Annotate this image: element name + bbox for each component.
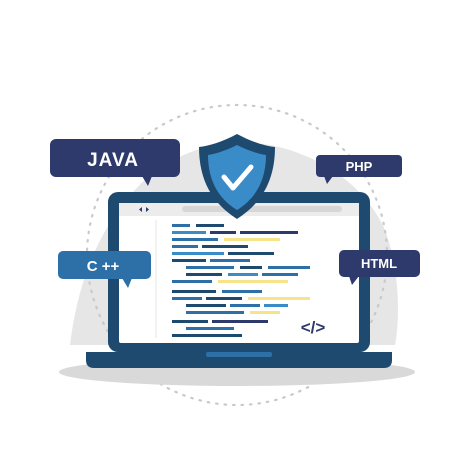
address-bar xyxy=(182,206,342,212)
php-label: PHP xyxy=(346,159,373,174)
java-tag: JAVA xyxy=(50,139,180,186)
html-label: HTML xyxy=(361,256,397,271)
html-tag: HTML xyxy=(339,250,420,285)
shield-check-icon xyxy=(199,134,275,219)
code-lines xyxy=(172,224,310,337)
laptop-notch xyxy=(206,352,272,357)
left-right-arrows-icon xyxy=(139,207,149,212)
php-tag: PHP xyxy=(316,155,402,184)
code-brackets-icon: </> xyxy=(301,318,326,337)
java-label: JAVA xyxy=(87,150,139,171)
laptop-base xyxy=(86,352,392,368)
cpp-tag: C ++ xyxy=(58,251,151,288)
cpp-label: C ++ xyxy=(87,258,120,275)
laptop: </> xyxy=(86,192,392,368)
